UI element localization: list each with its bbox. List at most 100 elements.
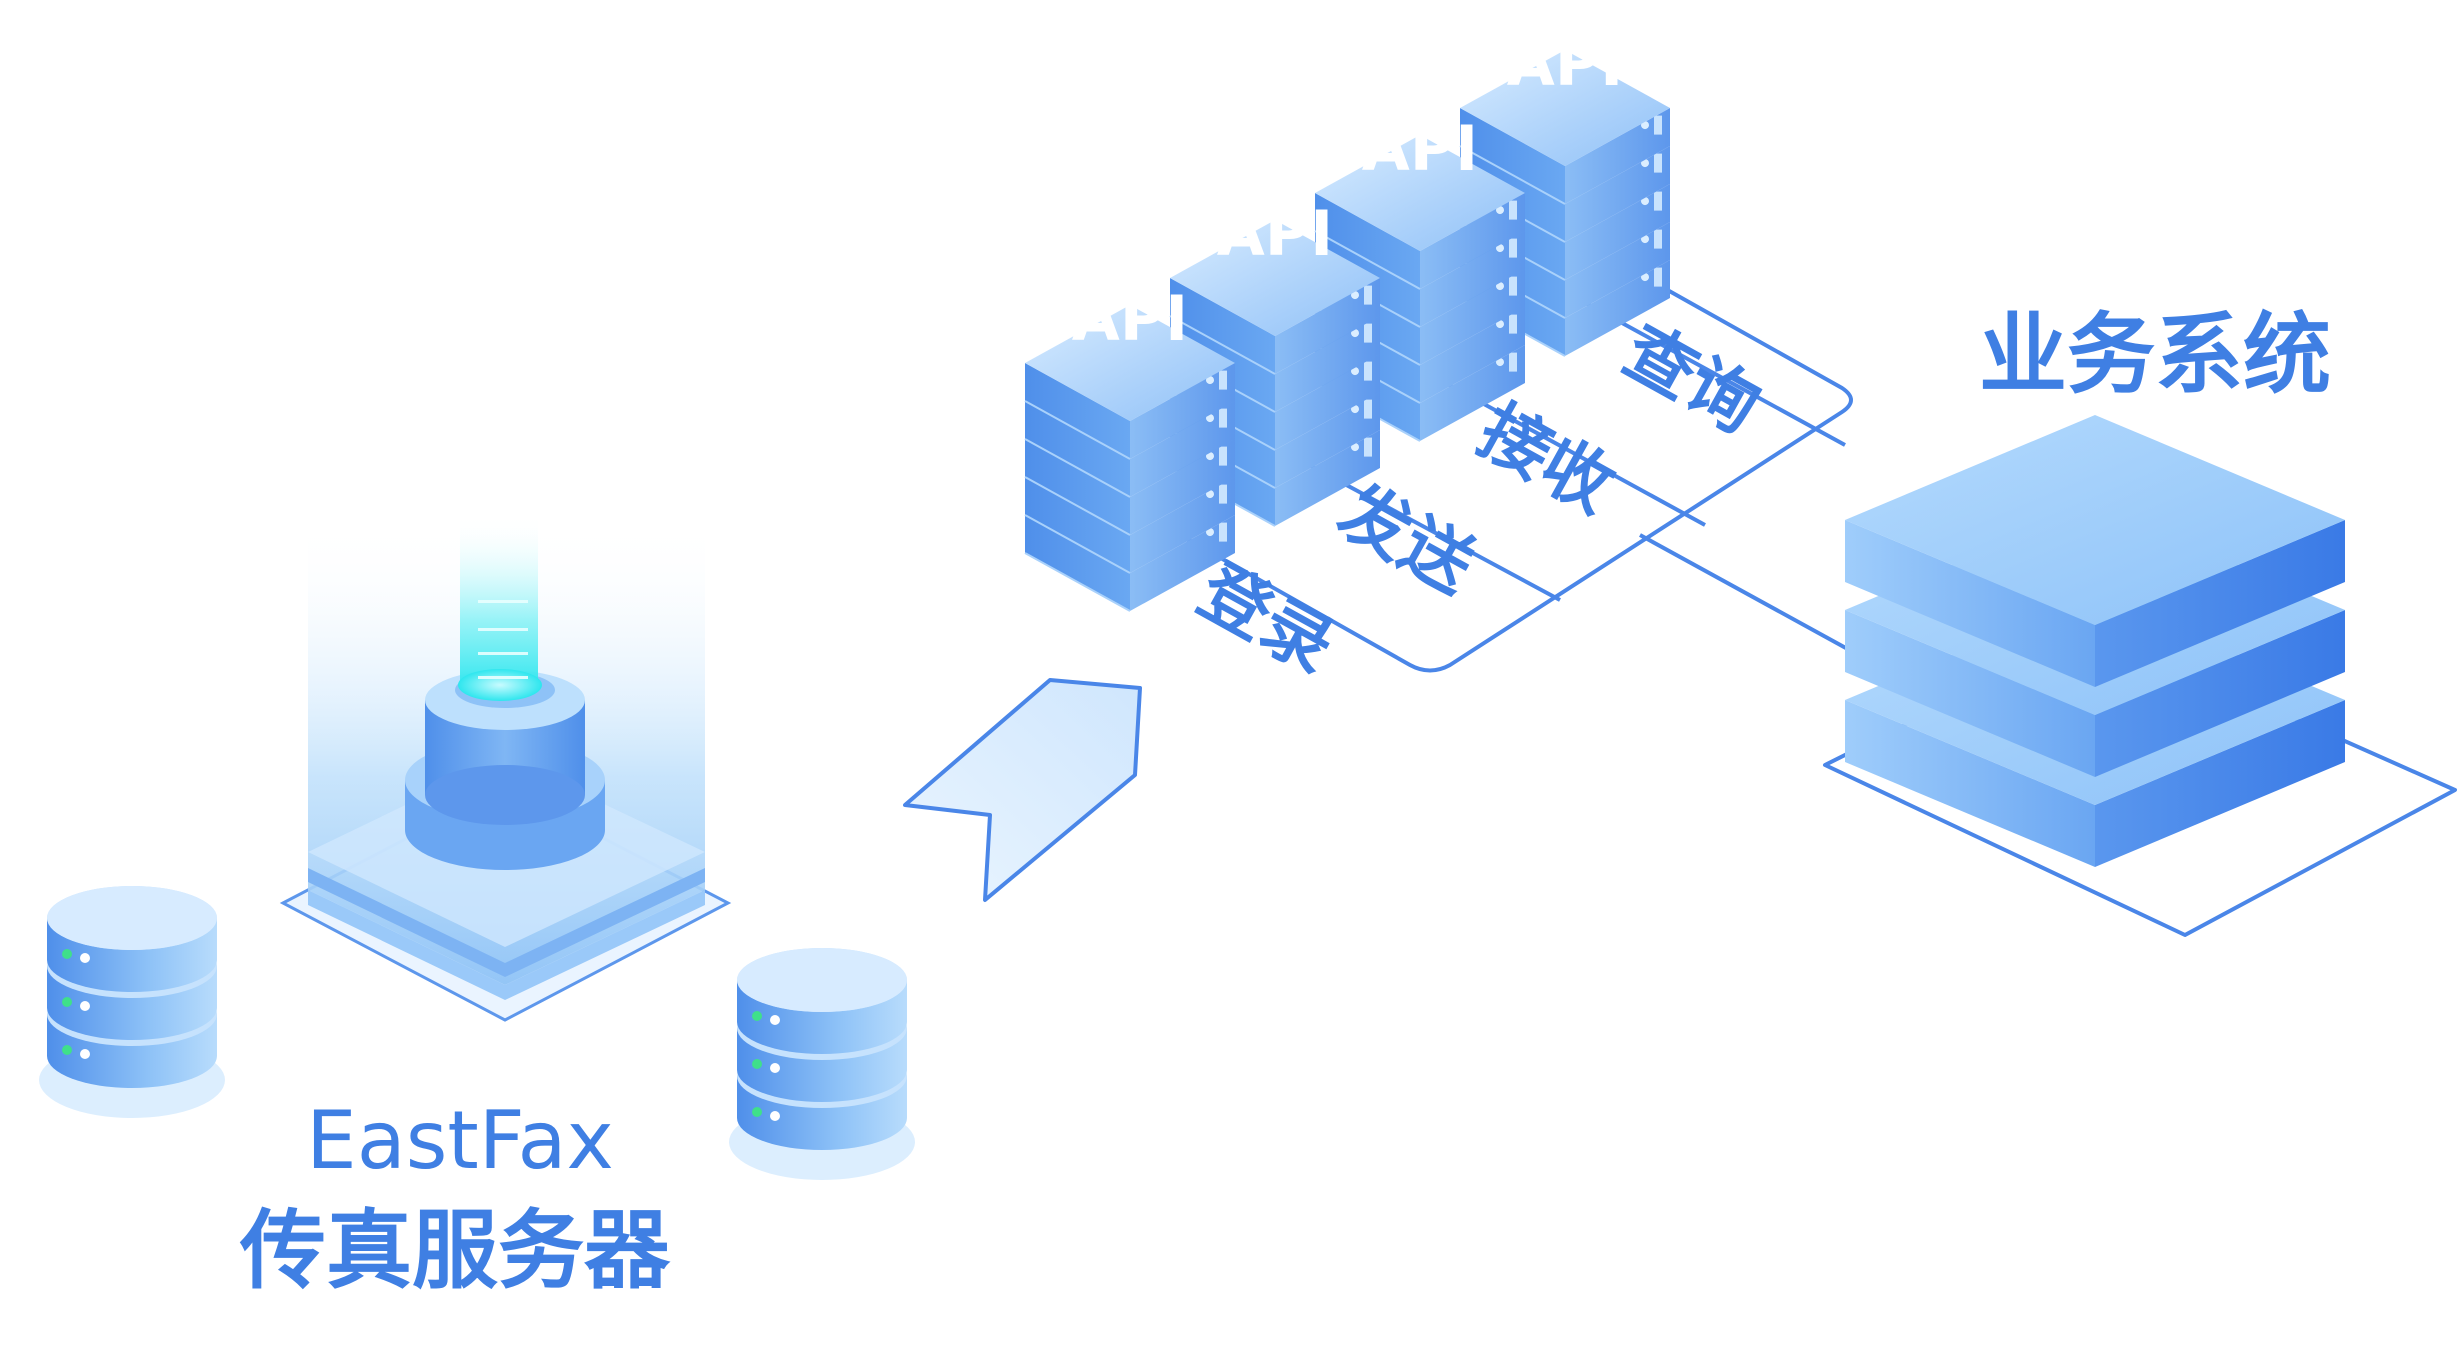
server-divider (1314, 230, 1421, 290)
server-led-icon (1206, 376, 1214, 385)
server-vent-icon (1654, 115, 1662, 135)
fax-server-title: 传真服务器 (239, 1201, 671, 1301)
flow-arrow-icon (903, 678, 1142, 902)
server-vent-icon (1364, 323, 1372, 343)
database-icon (729, 948, 915, 1180)
database-led-icon (770, 1111, 780, 1121)
server-divider (1024, 476, 1131, 536)
server-vent-icon (1509, 352, 1517, 372)
database-top (47, 886, 217, 950)
server-divider (1169, 315, 1276, 375)
database-led-icon (80, 1001, 90, 1011)
server-led-icon (1641, 273, 1649, 282)
api-label: API (1362, 112, 1479, 185)
server-unit (1275, 278, 1380, 374)
server-unit (1025, 401, 1130, 497)
server-led-icon (1206, 490, 1214, 499)
server-led-icon (1351, 291, 1359, 300)
server-vent-icon (1509, 238, 1517, 258)
server-unit (1130, 515, 1235, 611)
operation-login-label: 登录 (1185, 549, 1348, 689)
server-unit (1025, 363, 1130, 459)
server-vent-icon (1509, 314, 1517, 334)
server-led-icon (1496, 320, 1504, 329)
fax-glow-icon (458, 669, 542, 701)
business-slab (2095, 700, 2345, 867)
server-led-icon (1351, 443, 1359, 452)
database-led-icon (80, 1049, 90, 1059)
binary-digits-icon (478, 600, 528, 679)
server-vent-icon (1509, 200, 1517, 220)
database-led-icon (770, 1015, 780, 1025)
server-unit (1025, 515, 1130, 611)
server-unit (1565, 222, 1670, 318)
server-led-icon (1641, 121, 1649, 130)
server-unit (1275, 430, 1380, 526)
server-led-icon (1351, 405, 1359, 414)
business-slab-top (1845, 415, 2345, 625)
server-unit (1130, 401, 1235, 497)
server-vent-icon (1219, 408, 1227, 428)
server-led-icon (1641, 197, 1649, 206)
server-led-icon (1351, 329, 1359, 338)
api-server-stack-icon (1024, 305, 1235, 612)
database-led-icon (752, 1011, 762, 1021)
server-unit (1565, 146, 1670, 242)
server-led-icon (1641, 159, 1649, 168)
server-unit (1420, 307, 1525, 403)
server-unit (1130, 477, 1235, 573)
business-system-title: 业务系统 (1979, 303, 2331, 406)
fax-server-tower (279, 515, 732, 1022)
server-unit (1460, 108, 1565, 204)
server-led-icon (1496, 244, 1504, 253)
server-top (1460, 50, 1670, 166)
database-led-icon (62, 997, 72, 1007)
server-vent-icon (1219, 370, 1227, 390)
server-vent-icon (1654, 153, 1662, 173)
server-led-icon (1206, 414, 1214, 423)
api-label: API (1507, 27, 1624, 100)
business-slab (1845, 700, 2095, 867)
server-led-icon (1351, 367, 1359, 376)
server-vent-icon (1654, 191, 1662, 211)
business-system-stack (1823, 415, 2457, 937)
server-vent-icon (1219, 484, 1227, 504)
server-unit (1420, 345, 1525, 441)
server-unit (1275, 316, 1380, 412)
fax-cylinder-body (425, 765, 585, 825)
business-slab (2095, 520, 2345, 687)
database-led-icon (62, 1045, 72, 1055)
server-unit (1025, 439, 1130, 535)
server-top (1025, 305, 1235, 421)
api-server-group (1024, 50, 1670, 612)
operation-send-label: 发送 (1326, 469, 1488, 609)
server-top (1315, 135, 1525, 251)
business-slab (2095, 610, 2345, 777)
database-led-icon (770, 1063, 780, 1073)
server-unit (1275, 354, 1380, 450)
server-unit (1275, 392, 1380, 488)
database-led-icon (80, 953, 90, 963)
business-slab (1845, 610, 2095, 777)
server-led-icon (1641, 235, 1649, 244)
server-top (1170, 220, 1380, 336)
api-label: API (1217, 197, 1334, 270)
api-label: API (1072, 282, 1189, 355)
server-vent-icon (1364, 285, 1372, 305)
server-led-icon (1206, 452, 1214, 461)
server-unit (1130, 363, 1235, 459)
server-vent-icon (1219, 446, 1227, 466)
database-led-icon (752, 1059, 762, 1069)
database-top (737, 948, 907, 1012)
business-slab (1845, 520, 2095, 687)
server-led-icon (1496, 358, 1504, 367)
server-vent-icon (1364, 437, 1372, 457)
server-unit (1420, 193, 1525, 289)
server-vent-icon (1654, 229, 1662, 249)
operation-receive-label: 接收 (1466, 389, 1628, 529)
fax-brand-label: EastFax (306, 1094, 614, 1187)
server-vent-icon (1509, 276, 1517, 296)
database-led-icon (752, 1107, 762, 1117)
server-divider (1024, 438, 1131, 498)
